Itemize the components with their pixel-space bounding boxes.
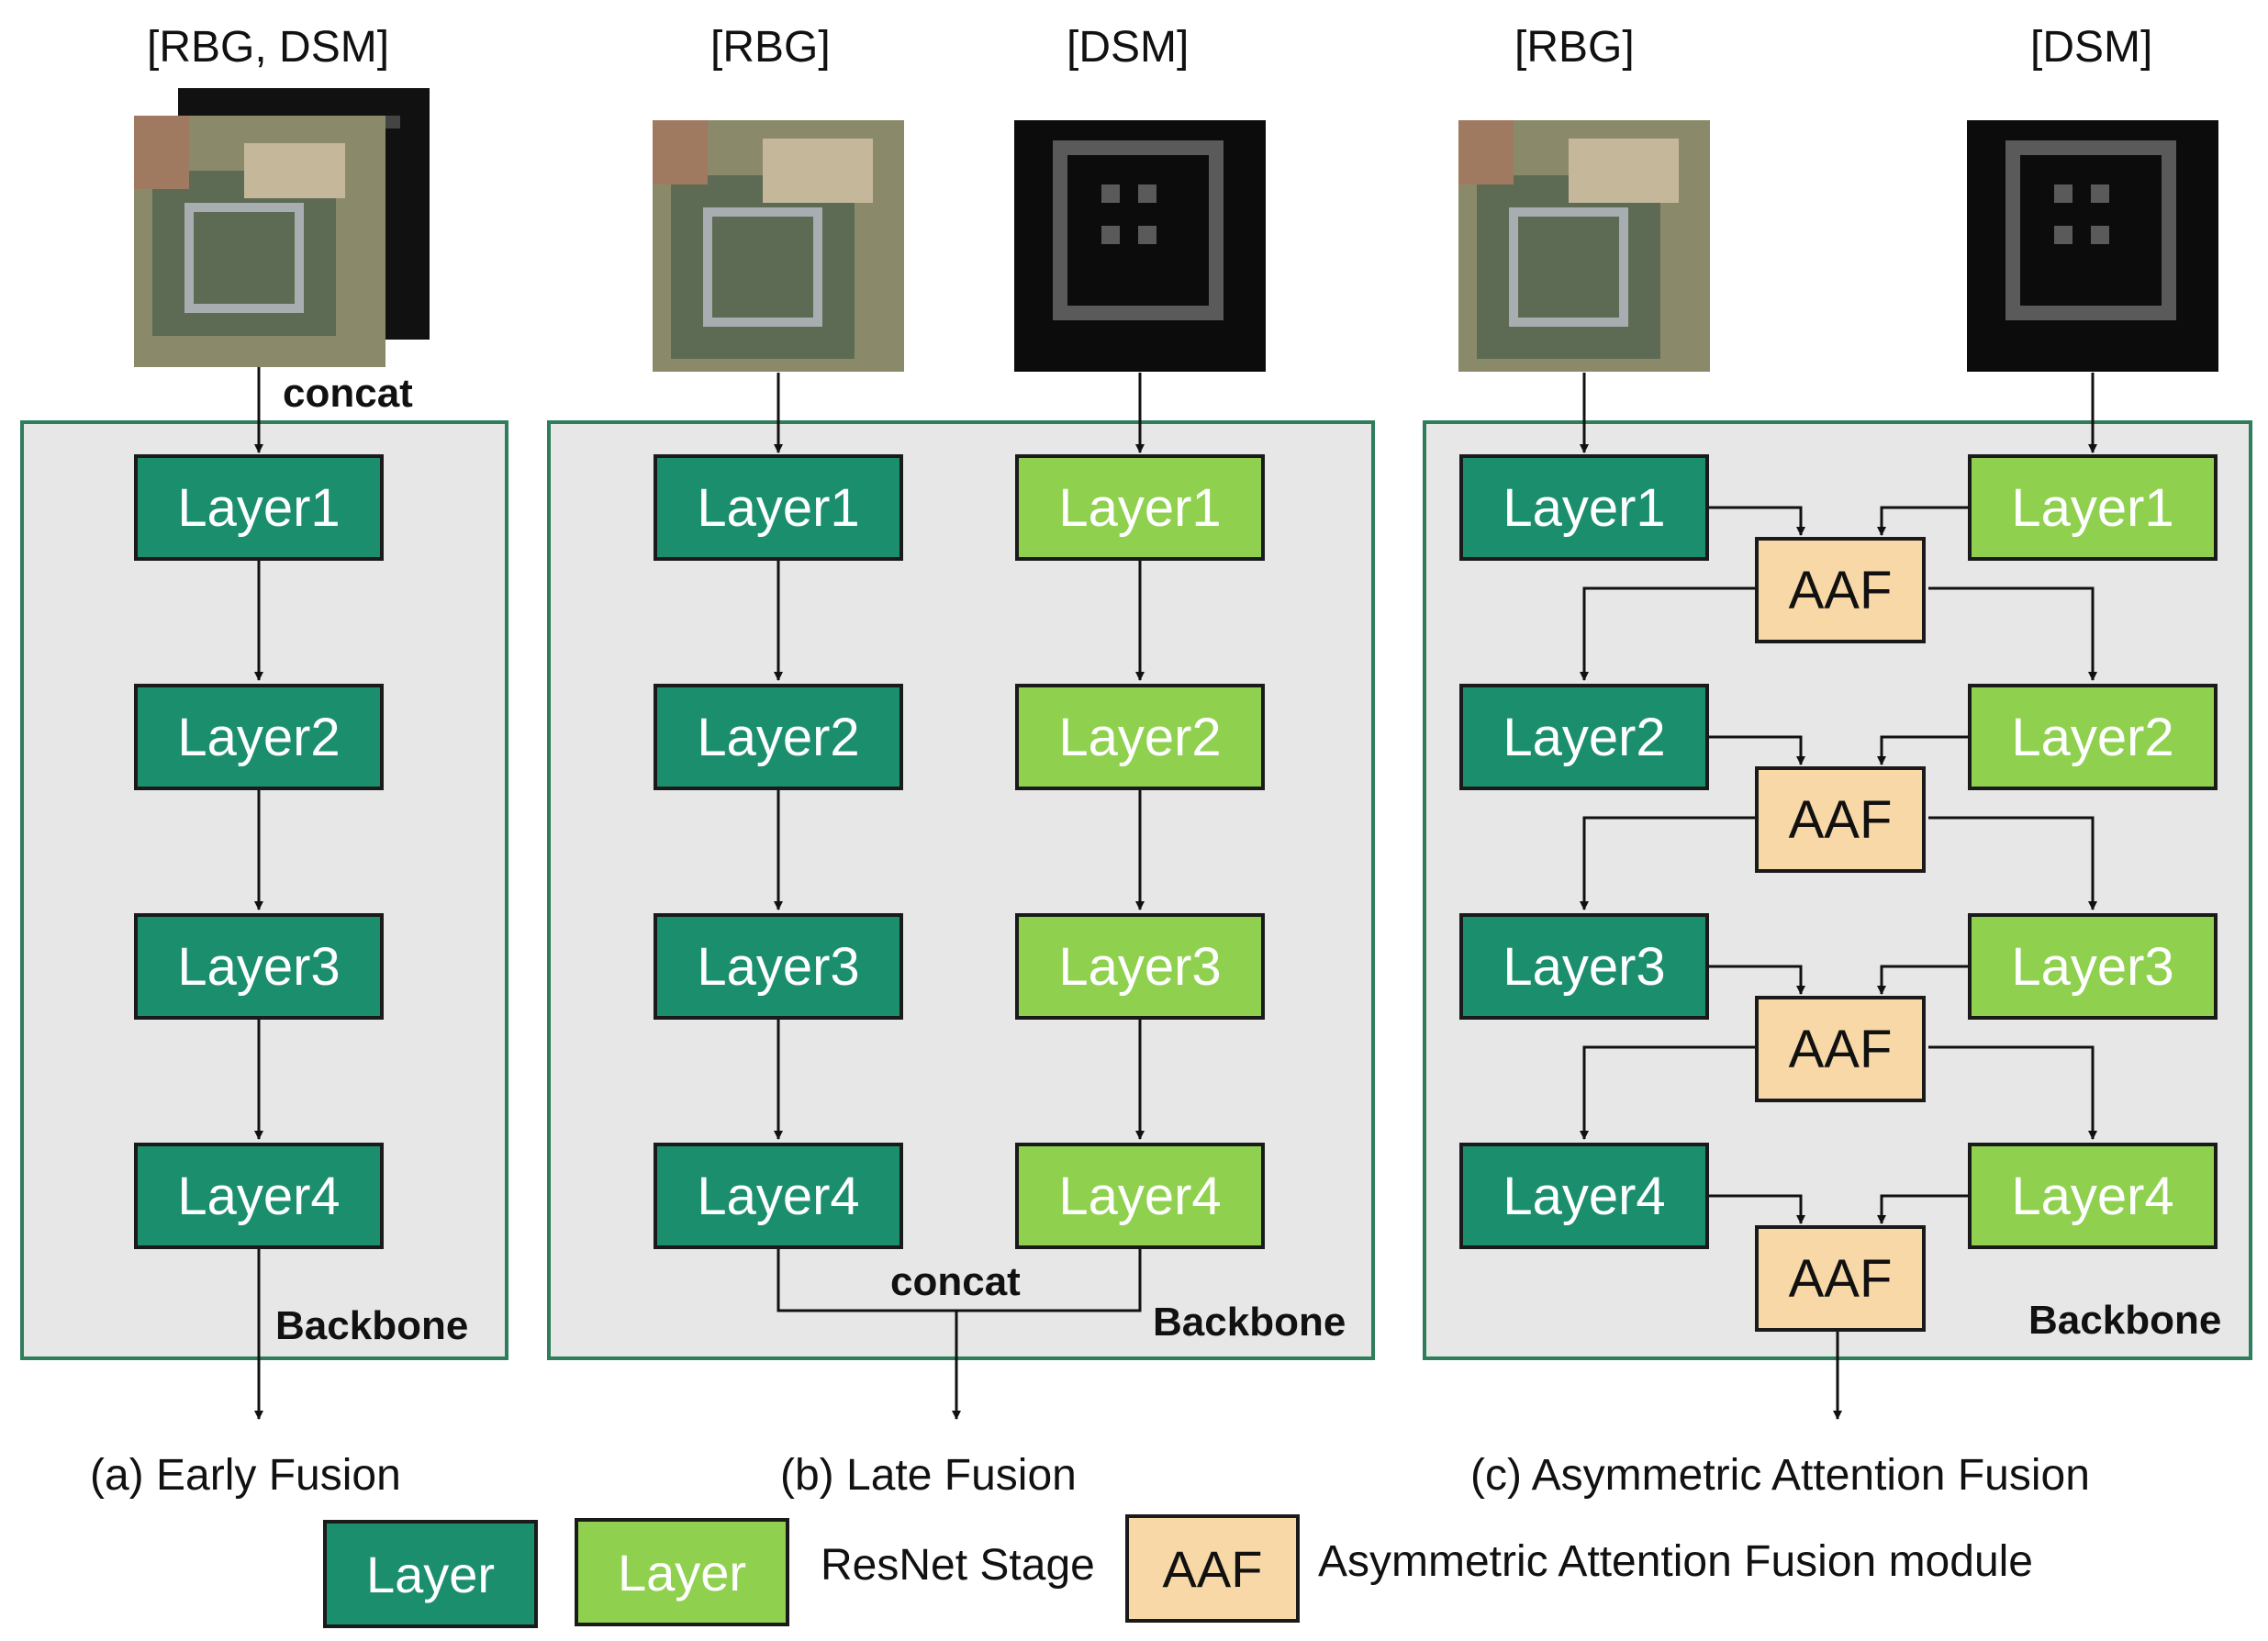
panel-b-rgb-layer-4: Layer4 (654, 1143, 903, 1249)
panel-a-layer-1: Layer1 (134, 454, 384, 561)
rgb-image-b (653, 120, 904, 372)
panel-b-rgb-label: [RBG] (710, 23, 831, 72)
panel-c-backbone-label: Backbone (2028, 1298, 2222, 1343)
panel-c-dsm-layer-4: Layer4 (1968, 1143, 2218, 1249)
panel-b-dsm-layer-2: Layer2 (1015, 684, 1265, 790)
panel-a-input-label: [RBG, DSM] (147, 23, 390, 72)
panel-c-dsm-label: [DSM] (2030, 23, 2153, 72)
legend-dsm-layer-swatch: Layer (575, 1518, 789, 1626)
aaf-module-3: AAF (1755, 996, 1926, 1102)
panel-b-rgb-layer-3: Layer3 (654, 913, 903, 1020)
panel-c-rgb-layer-3: Layer3 (1459, 913, 1709, 1020)
legend-rgb-layer-swatch: Layer (323, 1520, 538, 1628)
panel-b-rgb-layer-2: Layer2 (654, 684, 903, 790)
panel-a-layer-2: Layer2 (134, 684, 384, 790)
panel-c-rgb-layer-2: Layer2 (1459, 684, 1709, 790)
panel-a-concat-label: concat (283, 371, 413, 416)
aaf-module-1: AAF (1755, 537, 1926, 643)
panel-a-layer-3: Layer3 (134, 913, 384, 1020)
legend-aaf-swatch: AAF (1125, 1514, 1300, 1623)
caption-asymmetric-attention-fusion: (c) Asymmetric Attention Fusion (1470, 1451, 2090, 1500)
panel-c-dsm-layer-3: Layer3 (1968, 913, 2218, 1020)
panel-b-rgb-layer-1: Layer1 (654, 454, 903, 561)
panel-c-rgb-layer-1: Layer1 (1459, 454, 1709, 561)
panel-b-dsm-layer-4: Layer4 (1015, 1143, 1265, 1249)
aaf-module-4: AAF (1755, 1225, 1926, 1332)
panel-c-rgb-layer-4: Layer4 (1459, 1143, 1709, 1249)
caption-late-fusion: (b) Late Fusion (780, 1451, 1077, 1500)
panel-c-dsm-layer-1: Layer1 (1968, 454, 2218, 561)
panel-b-backbone-label: Backbone (1153, 1300, 1346, 1345)
panel-a-backbone-label: Backbone (275, 1303, 469, 1348)
legend-resnet-stage-label: ResNet Stage (821, 1541, 1095, 1590)
panel-b-dsm-layer-3: Layer3 (1015, 913, 1265, 1020)
panel-c-dsm-layer-2: Layer2 (1968, 684, 2218, 790)
panel-b-dsm-label: [DSM] (1067, 23, 1190, 72)
caption-early-fusion: (a) Early Fusion (90, 1451, 401, 1500)
panel-b-dsm-layer-1: Layer1 (1015, 454, 1265, 561)
panel-b-concat-label: concat (890, 1259, 1021, 1304)
panel-a-layer-4: Layer4 (134, 1143, 384, 1249)
rgb-dsm-stacked-image (134, 88, 437, 373)
panel-c-rgb-label: [RBG] (1514, 23, 1635, 72)
aaf-module-2: AAF (1755, 766, 1926, 873)
legend-aaf-description: Asymmetric Attention Fusion module (1318, 1537, 2033, 1586)
dsm-image-c (1967, 120, 2218, 372)
dsm-image-b (1014, 120, 1266, 372)
rgb-image-c (1458, 120, 1710, 372)
